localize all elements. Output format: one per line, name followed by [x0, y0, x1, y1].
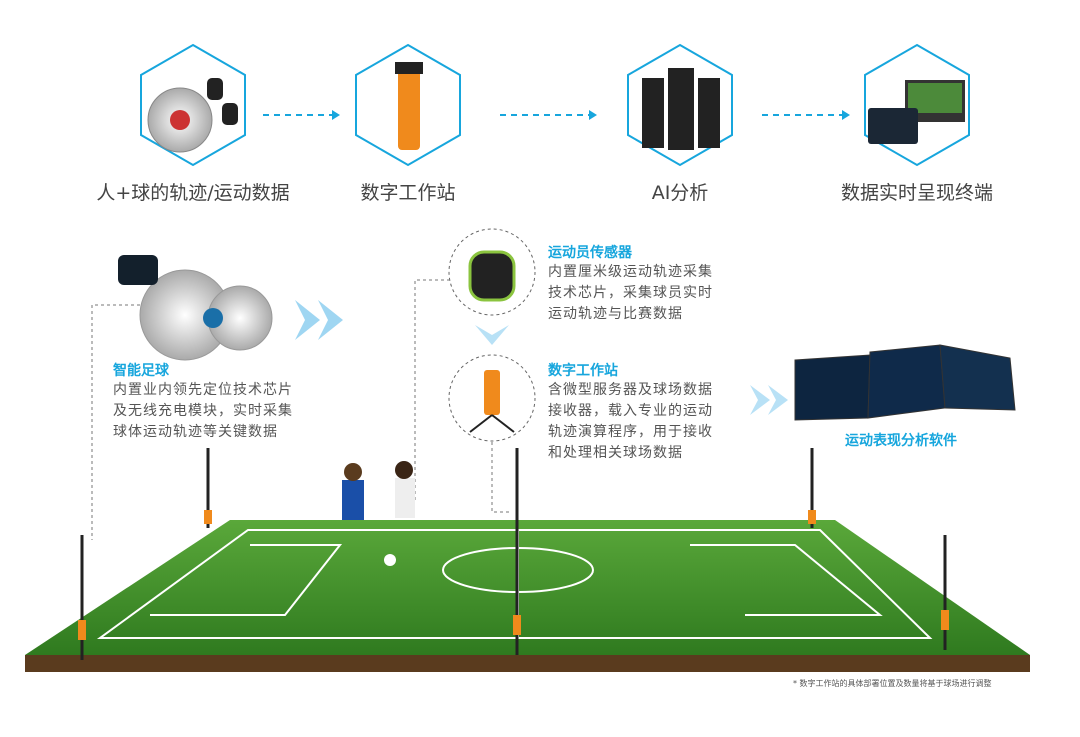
chevron-arrows: [295, 300, 343, 340]
down-chevrons: [475, 325, 509, 345]
step-label: 数字工作站: [360, 182, 456, 204]
block-line: 和处理相关球场数据: [548, 445, 683, 461]
soil: [25, 655, 1030, 672]
block-line: 内置厘米级运动轨迹采集: [548, 264, 713, 280]
software-caption: 运动表现分析软件: [845, 433, 957, 449]
block-title: 运动员传感器: [548, 245, 632, 261]
right-chevrons: [750, 385, 788, 415]
block-line: 轨迹演算程序，用于接收: [548, 424, 713, 440]
step-label: 人+球的轨迹/运动数据: [96, 182, 290, 204]
display-terminal-icon: [868, 80, 965, 144]
block-line: 技术芯片，采集球员实时: [548, 285, 713, 301]
player-sensor-block: 运动员传感器 内置厘米级运动轨迹采集 技术芯片，采集球员实时 运动轨迹与比赛数据: [548, 242, 713, 325]
workstation-icon: [395, 62, 423, 150]
player-sensor-icon: [468, 250, 516, 302]
block-line: 球体运动轨迹等关键数据: [113, 424, 278, 440]
step-label: 数据实时呈现终端: [840, 182, 994, 204]
workstation-device-icon: [469, 370, 515, 433]
block-title: 智能足球: [113, 363, 169, 379]
footnote: * 数字工作站的具体部署位置及数量将基于球场进行调整: [793, 679, 992, 688]
block-line: 接收器，载入专业的运动: [548, 403, 713, 419]
block-line: 含微型服务器及球场数据: [548, 382, 713, 398]
players: [342, 461, 415, 566]
ball-sensor-icon: [147, 78, 238, 153]
step-label: AI分析: [651, 182, 709, 204]
smart-ball-block: 智能足球 内置业内领先定位技术芯片 及无线充电模块，实时采集 球体运动轨迹等关键…: [113, 360, 293, 443]
analysis-software-image: [794, 344, 1016, 421]
football-field: [25, 520, 1030, 655]
server-icon: [642, 68, 720, 150]
block-title: 数字工作站: [548, 363, 618, 379]
block-line: 及无线充电模块，实时采集: [113, 403, 293, 419]
workstation-block: 数字工作站 含微型服务器及球场数据 接收器，载入专业的运动 轨迹演算程序，用于接…: [548, 360, 713, 464]
smart-ball-image: [118, 255, 273, 361]
block-line: 运动轨迹与比赛数据: [548, 306, 683, 322]
block-line: 内置业内领先定位技术芯片: [113, 382, 293, 398]
